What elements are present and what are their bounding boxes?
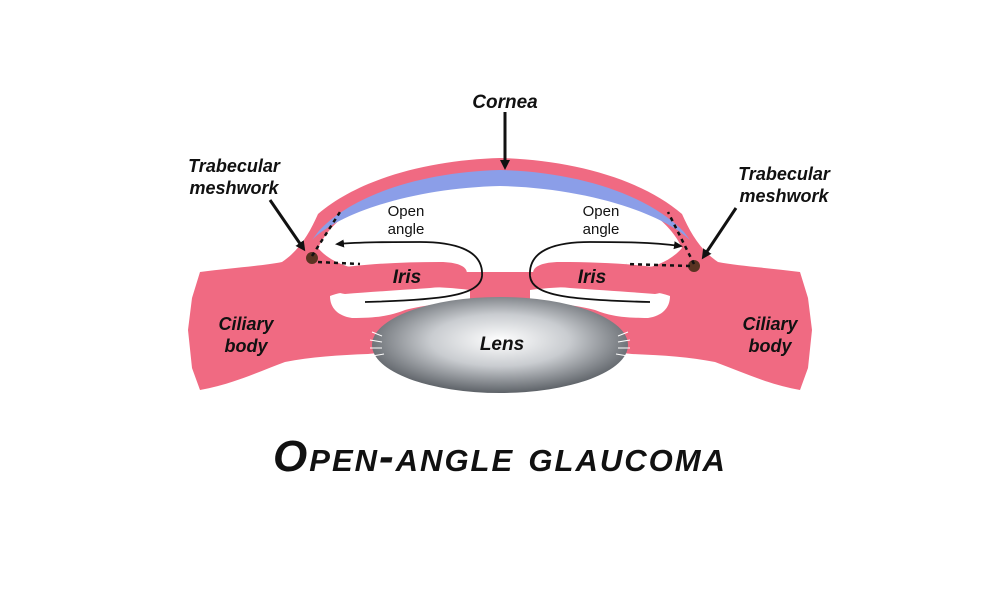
right-trabecular-meshwork: [688, 260, 700, 272]
left-open-angle-label-line1: Open: [388, 203, 425, 220]
diagram-title: Open-angle glaucoma: [273, 432, 727, 481]
left-trabecular-label-line2: meshwork: [189, 178, 279, 198]
right-iris: [533, 262, 676, 294]
left-ciliary-label-line2: body: [225, 336, 269, 356]
right-dashed-lines: [625, 211, 696, 268]
cornea-label: Cornea: [472, 92, 538, 113]
left-posterior-gap: [330, 287, 470, 318]
left-aqueous-flow-arrow: [335, 239, 483, 303]
lens-zonules: [369, 331, 631, 357]
right-ciliary-label-line2: body: [749, 336, 793, 356]
left-dashed-lines: [310, 211, 361, 266]
right-meshwork-pointer-arrow: [701, 207, 738, 260]
left-meshwork-pointer-arrow: [268, 199, 306, 252]
right-ciliary-label-line1: Ciliary: [742, 314, 798, 334]
anterior-chamber-white: [318, 176, 682, 272]
right-trabecular-label-line1: Trabecular: [738, 164, 831, 184]
right-open-angle-label-line1: Open: [583, 203, 620, 220]
right-iris-label: Iris: [578, 267, 607, 288]
left-open-angle-label-line2: angle: [388, 221, 425, 238]
right-trabecular-label-line2: meshwork: [739, 186, 829, 206]
right-posterior-gap: [530, 287, 670, 318]
left-iris-label: Iris: [393, 267, 422, 288]
lens-label: Lens: [480, 334, 524, 355]
left-trabecular-meshwork: [306, 252, 318, 264]
left-iris: [324, 262, 467, 294]
right-open-angle-label-line2: angle: [583, 221, 620, 238]
cornea-layer: [312, 170, 690, 240]
right-aqueous-flow-arrow: [529, 241, 683, 303]
left-ciliary-label-line1: Ciliary: [218, 314, 274, 334]
left-trabecular-label-line1: Trabecular: [188, 156, 281, 176]
lens: [372, 297, 628, 393]
